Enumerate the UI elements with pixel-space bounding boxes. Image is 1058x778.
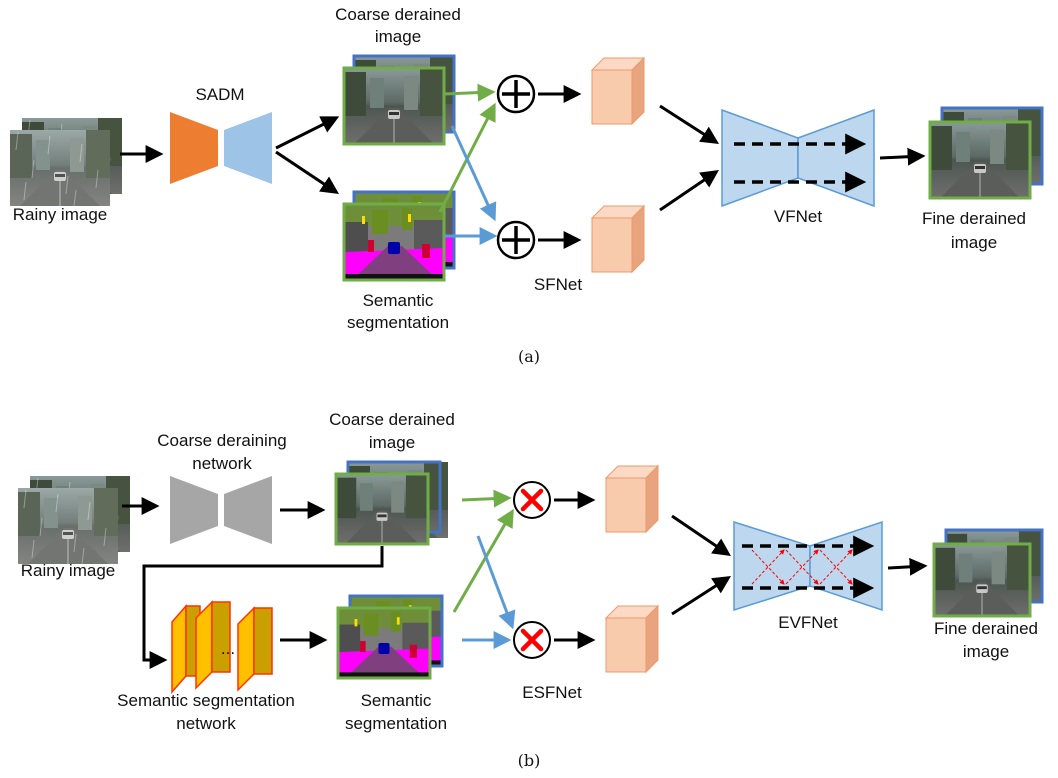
coarse-label-b-line1: Coarse derained bbox=[329, 410, 455, 429]
sadm-network bbox=[170, 112, 272, 184]
seg-net-ellipsis: ... bbox=[221, 639, 235, 658]
cross-connection bbox=[751, 549, 785, 585]
green-arrow-coarse-to-top-mult bbox=[461, 489, 512, 508]
coarse-label-a-line2: image bbox=[375, 27, 421, 46]
seg-net-label-line2: network bbox=[176, 714, 236, 733]
coarse-net-label-line1: Coarse deraining bbox=[157, 431, 286, 450]
esfnet-label: ESFNet bbox=[522, 683, 582, 702]
sadm-decoder bbox=[224, 112, 272, 184]
arrow-bottom-cube-to-evfnet bbox=[671, 576, 732, 616]
fine-image-b bbox=[932, 528, 1044, 618]
coarse-image-b bbox=[334, 460, 449, 546]
coarse-net-label-line2: network bbox=[192, 454, 252, 473]
fine-image-a bbox=[928, 106, 1044, 200]
cross-connection bbox=[785, 549, 819, 585]
panel-a: Rainy image SADM Coarse derained image S… bbox=[9, 5, 1044, 366]
semantic-label-a-line2: segmentation bbox=[347, 313, 449, 332]
arrow-sadm-to-coarse bbox=[275, 116, 340, 150]
semantic-map-b bbox=[336, 594, 444, 680]
arrow-bottom-cube-to-vfnet bbox=[659, 169, 719, 212]
fine-label-b-line2: image bbox=[963, 642, 1009, 661]
rainy-image-b bbox=[17, 475, 131, 565]
feature-cube-icon bbox=[591, 57, 645, 125]
rainy-image-label-a: Rainy image bbox=[13, 205, 108, 224]
green-arrow-coarse-to-top-plus bbox=[443, 83, 496, 102]
blue-arrow-coarse-to-bottom-plus bbox=[450, 125, 497, 222]
green-arrow-seg-to-top-mult bbox=[452, 508, 514, 613]
sadm-encoder bbox=[170, 112, 218, 184]
coarse-image-a bbox=[342, 54, 456, 146]
vfnet-block bbox=[721, 108, 875, 208]
seg-net-label-line1: Semantic segmentation bbox=[117, 691, 295, 710]
blue-arrow-coarse-to-bottom-mult bbox=[476, 535, 516, 630]
plus-circle-icon bbox=[496, 220, 536, 260]
cross-connection bbox=[819, 549, 853, 585]
arrow-coarse-to-seg-net bbox=[142, 546, 384, 669]
cross-connection bbox=[785, 549, 819, 585]
semantic-label-b-line1: Semantic bbox=[361, 691, 432, 710]
semantic-label-b-line2: segmentation bbox=[345, 714, 447, 733]
rainy-image-label-b: Rainy image bbox=[21, 561, 116, 580]
fine-label-b-line1: Fine derained bbox=[934, 619, 1038, 638]
feature-cube-icon bbox=[591, 205, 645, 273]
rainy-image-a bbox=[9, 117, 123, 207]
sfnet-label: SFNet bbox=[534, 275, 582, 294]
coarse-label-b-line2: image bbox=[369, 433, 415, 452]
cross-connection bbox=[819, 549, 853, 585]
feature-cube-icon bbox=[605, 605, 659, 673]
multiply-circle-icon bbox=[513, 621, 551, 659]
feature-cube-icon bbox=[605, 465, 659, 533]
arrow-sadm-to-semantic bbox=[275, 150, 339, 194]
caption-b: (b) bbox=[518, 751, 541, 770]
evfnet-label: EVFNet bbox=[778, 613, 838, 632]
arrow-top-cube-to-vfnet bbox=[659, 104, 720, 144]
panel-b: Rainy image Coarse deraining network Coa… bbox=[17, 410, 1044, 770]
caption-a: (a) bbox=[518, 347, 540, 366]
arrow-evfnet-to-fine bbox=[887, 557, 928, 576]
fine-label-a-line2: image bbox=[951, 233, 997, 252]
coarse-deraining-network bbox=[170, 476, 272, 544]
semantic-label-a-line1: Semantic bbox=[363, 291, 434, 310]
semantic-segmentation-network bbox=[171, 600, 273, 694]
cross-connection bbox=[751, 549, 785, 585]
vfnet-label: VFNet bbox=[774, 207, 822, 226]
arrow-top-cube-to-evfnet bbox=[671, 514, 731, 557]
evfnet-block bbox=[733, 520, 883, 612]
multiply-circle-icon bbox=[513, 481, 551, 519]
semantic-map-a bbox=[342, 190, 456, 282]
sadm-label: SADM bbox=[195, 85, 244, 104]
fine-label-a-line1: Fine derained bbox=[922, 209, 1026, 228]
arrow-vfnet-to-fine bbox=[879, 147, 926, 166]
coarse-label-a-line1: Coarse derained bbox=[335, 5, 461, 24]
plus-circle-icon bbox=[496, 74, 536, 114]
